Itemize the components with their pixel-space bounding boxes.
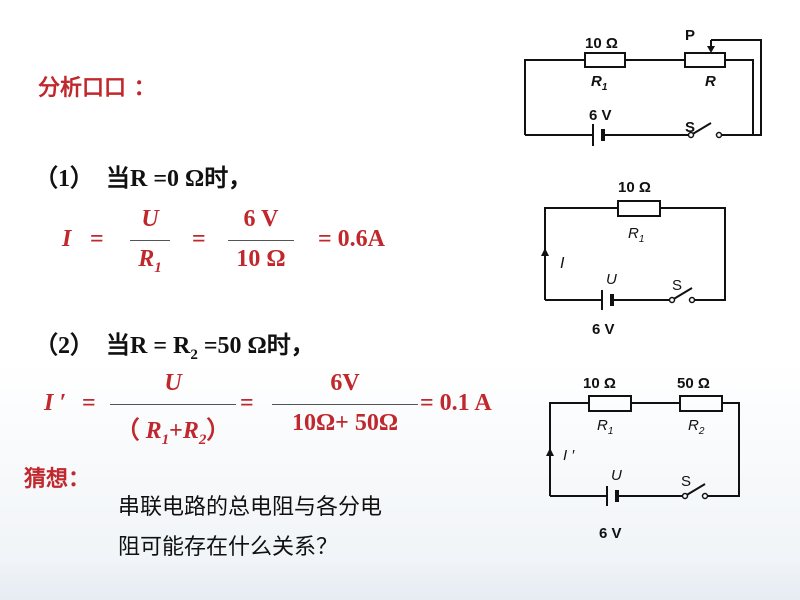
switch-contact [715, 131, 723, 139]
current-arrow [546, 448, 554, 456]
source-label: U [611, 467, 622, 484]
guess-line-1: 串联电路的总电阻与各分电 [118, 495, 383, 520]
r1-value-label: 10 Ω [618, 179, 651, 196]
case1-equals-2: = [192, 226, 206, 252]
slider-wire [711, 39, 762, 136]
case2-fraction-bar-1 [110, 404, 236, 405]
guess-line-2: 阻可能存在什么关系？ [118, 535, 339, 560]
current-label: I ′ [563, 447, 575, 464]
switch-blade [671, 287, 693, 301]
wire [705, 402, 740, 497]
switch-label: S [685, 119, 695, 136]
slider-label: P [685, 27, 695, 44]
case2-numerator-1: U [164, 370, 182, 396]
case1-condition: （1） 当R =0 Ω时， [34, 158, 252, 193]
resistor-r1 [584, 52, 626, 68]
case2-label: （2） [34, 333, 94, 359]
r1-value-label: 10 Ω [583, 375, 616, 392]
case2-numerator-2: 6V [330, 370, 360, 396]
switch-contact [687, 131, 695, 139]
case1-numerator-2: 6 V [243, 206, 279, 232]
case2-equals-2: = [240, 390, 254, 416]
circuit-diagram-series: 10 Ω 50 Ω R1 R2 I ′ U S 6 V [546, 375, 740, 542]
battery-label: 6 V [592, 321, 615, 338]
slider-arrowhead [707, 46, 715, 53]
wire [660, 207, 726, 301]
switch-contact [668, 296, 676, 304]
slide-background [0, 560, 800, 600]
case2-condition: （2） 当R = R2 =50 Ω时， [34, 333, 315, 363]
r2-label: R2 [688, 417, 705, 437]
current-label: I [560, 255, 565, 272]
case1-fraction-bar-1 [130, 240, 170, 241]
wire [549, 402, 589, 496]
circuit-diagram-r1-only: 10 Ω R1 I U S 6 V [541, 179, 726, 338]
current-arrow [541, 248, 549, 256]
case1-fraction-bar-2 [228, 240, 294, 241]
switch-label: S [672, 277, 682, 294]
resistor-r1 [588, 395, 632, 412]
switch-contact [701, 492, 709, 500]
switch-label: S [681, 473, 691, 490]
case1-label: （1） [34, 166, 94, 192]
r2-value-label: 50 Ω [677, 375, 710, 392]
switch-contact [688, 296, 696, 304]
source-label: U [606, 271, 617, 288]
case1-denominator-1: R1 [138, 246, 162, 276]
r1-label: R1 [591, 73, 608, 93]
switch-blade [684, 483, 706, 497]
case2-result: = 0.1 A [420, 390, 492, 416]
case2-denominator-1: （ R1+R2） [115, 418, 231, 448]
wire [524, 59, 585, 135]
case1-current-symbol: I [62, 226, 72, 252]
battery-label: 6 V [589, 107, 612, 124]
r1-label: R1 [597, 417, 613, 437]
rheostat-r [684, 52, 726, 68]
r1-label: R1 [628, 225, 644, 245]
case1-denominator-2: 10 Ω [236, 246, 286, 272]
case1-text: 当R =0 Ω时， [106, 166, 253, 192]
resistor-r2 [679, 395, 723, 412]
case2-current-symbol: I ′ [44, 390, 67, 416]
circuit-diagram-rheostat: 10 Ω P R1 R 6 V S [524, 27, 762, 146]
switch-blade [690, 122, 712, 136]
case1-result: = 0.6A [318, 226, 386, 252]
case2-denominator-2: 10Ω+ 50Ω [291, 410, 399, 436]
section-heading: 分析口口 ： [38, 76, 156, 101]
switch-contact [681, 492, 689, 500]
rheostat-label: R [705, 73, 716, 90]
case1-numerator-1: U [141, 206, 159, 232]
wire [544, 207, 618, 300]
case1-equals-1: = [90, 226, 104, 252]
wire [725, 59, 754, 135]
battery-label: 6 V [599, 525, 622, 542]
r1-value-label: 10 Ω [585, 35, 618, 52]
case2-equals-1: = [82, 390, 96, 416]
case2-fraction-bar-2 [272, 404, 418, 405]
guess-heading: 猜想： [24, 467, 91, 492]
resistor-r1 [617, 200, 661, 217]
